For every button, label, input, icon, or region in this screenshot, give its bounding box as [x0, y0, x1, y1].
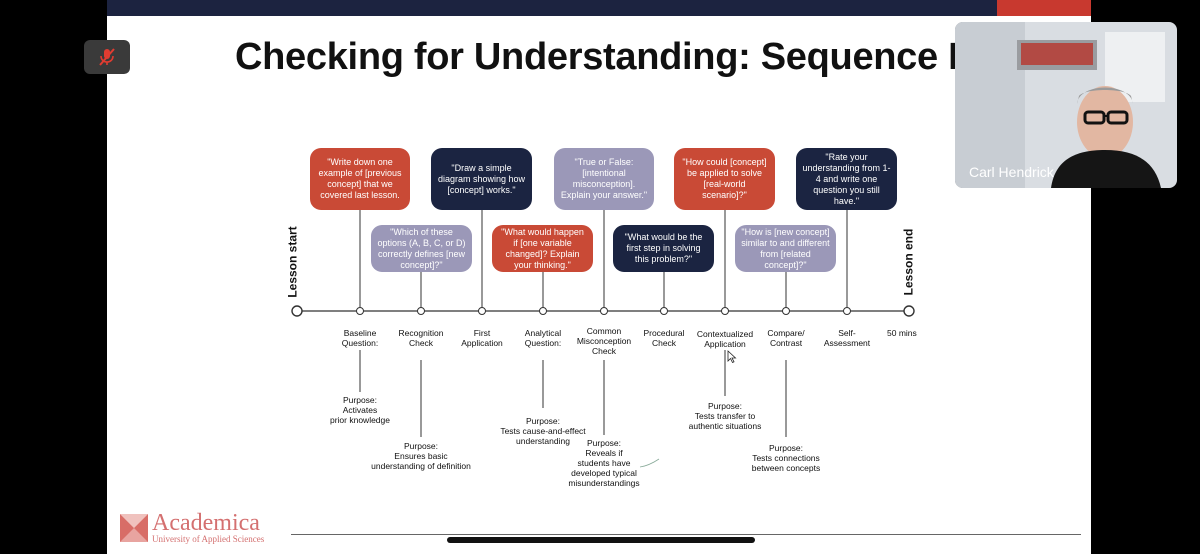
logo-name: Academica — [152, 510, 260, 536]
timeline-diagram — [291, 210, 915, 468]
question-card-procedural: "What would be the first step in solving… — [613, 225, 714, 272]
footer-divider — [291, 534, 1081, 535]
slide-top-accent — [997, 0, 1091, 16]
participant-name: Carl Hendrick — [969, 164, 1054, 180]
lesson-start-label: Lesson start — [285, 226, 300, 298]
purpose-text: Purpose: Tests transfer to authentic sit… — [688, 401, 762, 431]
academica-logo-mark — [119, 513, 149, 543]
slide-top-bar — [107, 0, 1091, 16]
academica-logo: Academica University of Applied Sciences — [119, 510, 265, 544]
question-card-compare: "How is [new concept] similar to and dif… — [735, 225, 836, 272]
purpose-text: Purpose: Reveals if students have develo… — [568, 438, 640, 488]
slide-title: Checking for Understanding: Sequence B — [235, 36, 976, 78]
purpose-text: Purpose: Tests connections between conce… — [751, 443, 821, 473]
step-label: Contextualized Application — [696, 329, 754, 349]
step-label: Self- Assessment — [823, 328, 871, 348]
step-label: Recognition Check — [398, 328, 444, 348]
duration-label: 50 mins — [887, 328, 917, 338]
lesson-end-label: Lesson end — [901, 228, 916, 296]
question-card-contextualized: "How could [concept] be applied to solve… — [674, 148, 775, 210]
participant-video-feed — [955, 22, 1177, 188]
timeline-end-node — [903, 305, 915, 317]
step-label: Baseline Question: — [341, 328, 379, 348]
microphone-mute-button[interactable] — [84, 40, 130, 74]
timeline-start-node — [291, 305, 303, 317]
step-label: Procedural Check — [643, 328, 685, 348]
participant-video-tile[interactable]: Carl Hendrick — [955, 22, 1177, 188]
question-card-misconception: "True or False: [intentional misconcepti… — [554, 148, 654, 210]
question-card-recognition: "Which of these options (A, B, C, or D) … — [371, 225, 472, 272]
mouse-cursor — [727, 350, 737, 364]
purpose-text: Purpose: Activates prior knowledge — [329, 395, 390, 425]
step-label: Common Misconception Check — [576, 326, 632, 356]
question-card-self-assessment: "Rate your understanding from 1-4 and wr… — [796, 148, 897, 210]
home-indicator[interactable] — [447, 537, 755, 543]
step-label: Compare/ Contrast — [767, 328, 805, 348]
logo-subtitle: University of Applied Sciences — [152, 534, 265, 544]
question-card-baseline: "Write down one example of [previous con… — [310, 148, 410, 210]
step-label: First Application — [461, 328, 503, 348]
presentation-slide: Checking for Understanding: Sequence B — [107, 0, 1091, 554]
question-card-analytical: "What would happen if [one variable chan… — [492, 225, 593, 272]
purpose-text: Purpose: Ensures basic understanding of … — [371, 441, 471, 471]
step-label: Analytical Question: — [524, 328, 562, 348]
question-card-first-application: "Draw a simple diagram showing how [conc… — [431, 148, 532, 210]
microphone-muted-icon — [99, 48, 115, 66]
purpose-text: Purpose: Tests cause-and-effect understa… — [500, 416, 586, 446]
